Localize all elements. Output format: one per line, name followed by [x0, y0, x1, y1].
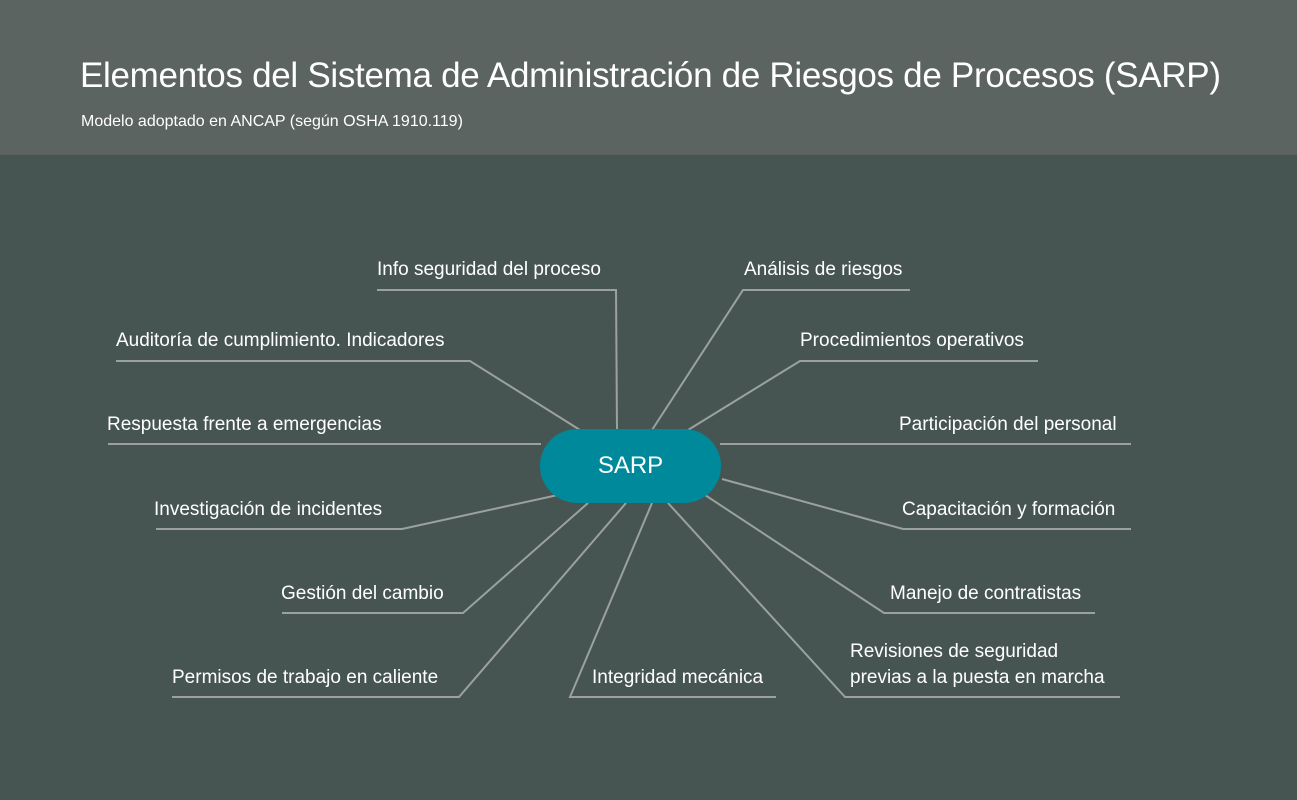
connector-info-seguridad [377, 289, 618, 431]
label-permisos: Permisos de trabajo en caliente [172, 667, 439, 688]
connector-procedimientos [687, 360, 1038, 431]
connector-analisis [651, 289, 910, 431]
label-info-seguridad: Info seguridad del proceso [377, 259, 601, 280]
connector-capacitacion [721, 478, 1131, 530]
page-subtitle: Modelo adoptado en ANCAP (según OSHA 191… [81, 113, 463, 130]
label-participacion: Participación del personal [899, 414, 1117, 435]
header-band: Elementos del Sistema de Administración … [0, 0, 1297, 155]
label-analisis: Análisis de riesgos [744, 259, 903, 280]
connector-revisiones [667, 502, 1120, 698]
label-gestion-cambio: Gestión del cambio [281, 583, 444, 604]
label-revisiones-line1: Revisiones de seguridad [850, 641, 1059, 662]
label-respuesta: Respuesta frente a emergencias [107, 414, 382, 435]
connector-contratistas [704, 494, 1095, 614]
label-integridad: Integridad mecánica [592, 667, 764, 688]
connector-gestion-cambio [282, 502, 589, 614]
hub-label: SARP [597, 452, 664, 479]
connector-integridad [568, 502, 776, 698]
connector-auditoria [116, 360, 581, 431]
label-investigacion: Investigación de incidentes [154, 499, 383, 520]
label-revisiones-line2: previas a la puesta en marcha [850, 667, 1105, 688]
label-contratistas: Manejo de contratistas [890, 583, 1082, 604]
label-procedimientos: Procedimientos operativos [800, 330, 1024, 351]
connector-permisos [172, 502, 627, 698]
label-capacitacion: Capacitación y formación [902, 499, 1116, 520]
page-title: Elementos del Sistema de Administración … [80, 56, 1221, 95]
connector-investigacion [156, 494, 559, 530]
label-auditoria: Auditoría de cumplimiento. Indicadores [116, 330, 445, 351]
sarp-hub: SARP [540, 429, 721, 503]
